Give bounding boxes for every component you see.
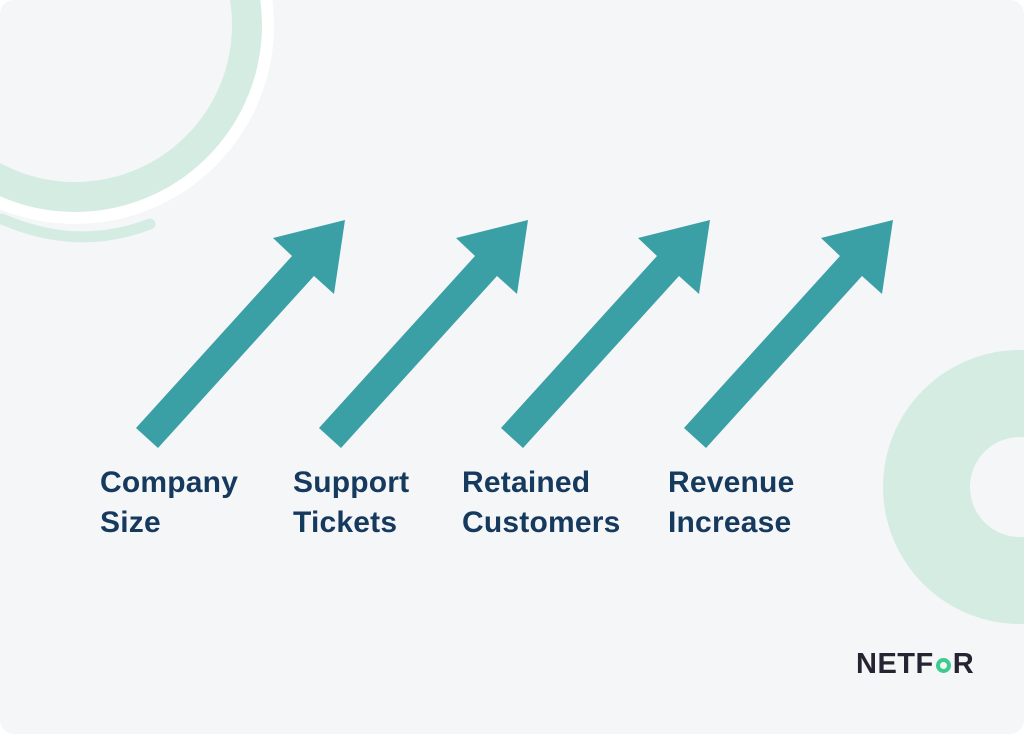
step-label-revenue-increase: Revenue Increase [668,463,794,543]
decor-ring-white [0,0,274,224]
decor-ring-echo-arc [0,213,156,243]
decor-ring-main [0,0,262,212]
growth-arrow-4 [684,220,893,448]
logo-text-r: R [952,648,975,680]
up-right-arrow-icon [136,220,345,448]
step-label-line: Customers [462,506,621,539]
step-label-line: Revenue [668,466,795,499]
step-label-retained-customers: Retained Customers [462,463,621,543]
step-label-line: Support [293,466,410,499]
logo-text-netf: NETF [856,648,934,680]
growth-arrow-2 [319,220,528,448]
step-label-line: Size [100,506,161,539]
logo-o-donut-icon [935,658,951,673]
step-label-company-size: Company Size [100,463,238,543]
step-label-support-tickets: Support Tickets [293,463,409,543]
decor-ring-top-left [0,0,274,243]
up-right-arrow-icon [319,220,528,448]
step-label-line: Company [100,466,239,499]
step-label-line: Increase [668,506,792,539]
up-right-arrow-icon [684,220,893,448]
growth-arrow-3 [501,220,710,448]
netfor-logo: NETF R [856,648,974,681]
up-right-arrow-icon [501,220,710,448]
step-label-line: Retained [462,466,591,499]
growth-arrow-1 [136,220,345,448]
step-label-line: Tickets [293,506,398,539]
